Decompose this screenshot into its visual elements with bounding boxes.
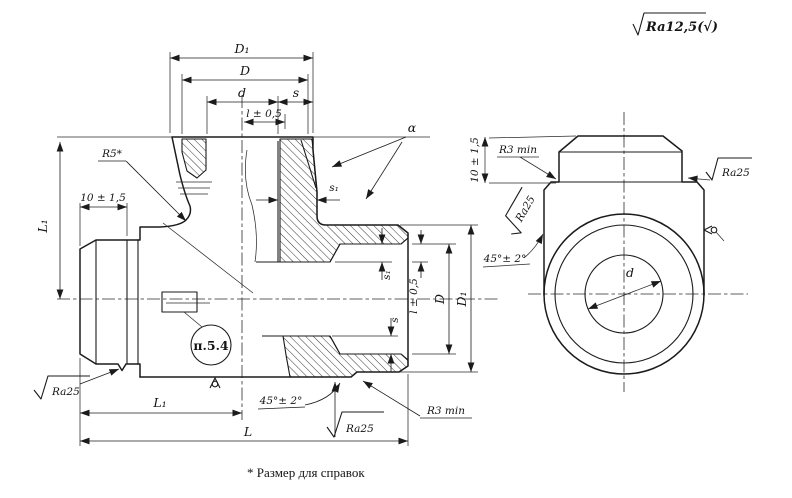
body-left-outline <box>137 136 192 378</box>
side-d-arrow <box>587 280 662 310</box>
spigot-ring-lines <box>95 240 139 364</box>
dim-label-d1-top: D₁ <box>233 41 249 56</box>
label-ra25-bottom-left: Ra25 <box>51 386 80 398</box>
dim-label-l-right: l ± 0,5 <box>408 278 420 314</box>
dim-label-D-right: D <box>432 294 447 305</box>
side-ra25-slope-mark: Ra25 <box>505 186 538 235</box>
hatch-branch-left-wall <box>181 138 207 179</box>
dim-label-l-top: l ± 0,5 <box>246 108 282 120</box>
dim-label-d-top: d <box>238 85 246 100</box>
dim-label-10-side: 10 ± 1,5 <box>469 137 481 183</box>
svg-text:Ra25: Ra25 <box>513 194 538 225</box>
main-view: п.5.4 D₁ D d s l ± 0,5 R5* 10 ± 1,5 L₁ α… <box>33 41 500 446</box>
spigot-outline <box>79 239 139 372</box>
diagonal-break-line <box>162 222 254 294</box>
dim-label-r5: R5* <box>101 148 123 160</box>
general-roughness-note: Ra12,5(√) <box>632 12 718 36</box>
dim-label-r3-main: R3 min <box>426 405 465 417</box>
marking-callout-label: п.5.4 <box>193 338 229 353</box>
extension-lines-left-bottom <box>79 203 409 446</box>
extension-lines-right <box>332 224 478 373</box>
side-bore-circle <box>584 254 664 334</box>
label-ra25-bottom-center: Ra25 <box>345 423 374 435</box>
footnote-text: * Размер для справок <box>247 465 365 480</box>
marking-callout: п.5.4 <box>161 291 232 366</box>
branch-seat-steps <box>176 181 212 195</box>
side-ra25-right-leader <box>687 175 711 183</box>
dim-label-10-left: 10 ± 1,5 <box>80 192 126 204</box>
support-symbol-icon <box>209 377 221 389</box>
side-45-leader <box>482 234 543 268</box>
dim-label-45-side: 45°± 2° <box>483 253 527 265</box>
dim-label-r3-side: R3 min <box>498 144 537 156</box>
dim-label-d-side: d <box>626 265 634 280</box>
dim-label-D1-right: D₁ <box>454 291 469 307</box>
dim-label-s-top: s <box>293 85 299 100</box>
surface-finish-text: Ra12,5(√) <box>645 20 718 35</box>
dim-label-L-bottom: L <box>243 424 252 439</box>
roughness-check-bottom-left-icon <box>33 375 90 400</box>
dim-label-45-main: 45°± 2° <box>259 395 303 407</box>
dim-label-L1-left: L₁ <box>35 219 50 233</box>
side-r3-leader <box>497 156 556 179</box>
side-ra25-right-check <box>705 157 752 181</box>
side-branch-edges <box>551 151 697 183</box>
wavy-break-line <box>244 149 257 263</box>
body-main-outline <box>139 136 409 378</box>
side-support-symbol-icon <box>703 225 725 242</box>
side-ext-lines <box>488 135 577 184</box>
roughness-check-bottom-center-icon <box>326 411 384 438</box>
dim-label-D-top: D <box>239 63 250 78</box>
side-view: d 10 ± 1,5 R3 min Ra25 45°± 2° Ra25 <box>469 112 752 392</box>
dimension-lines <box>56 54 475 445</box>
dim-label-s-right: s <box>389 317 401 323</box>
dim-label-s1-wall: s₁ <box>329 182 339 194</box>
hatch-run-bottom-wall <box>282 335 409 378</box>
side-socket-circle <box>554 224 694 364</box>
radical-icon <box>632 12 706 36</box>
label-ra25-right: Ra25 <box>721 167 750 179</box>
dim-label-alpha: α <box>408 120 417 135</box>
dim-label-s1-right: s₁ <box>381 270 393 280</box>
socket-bore-edges <box>256 139 409 361</box>
dim-label-L1-bottom: L₁ <box>152 395 166 410</box>
